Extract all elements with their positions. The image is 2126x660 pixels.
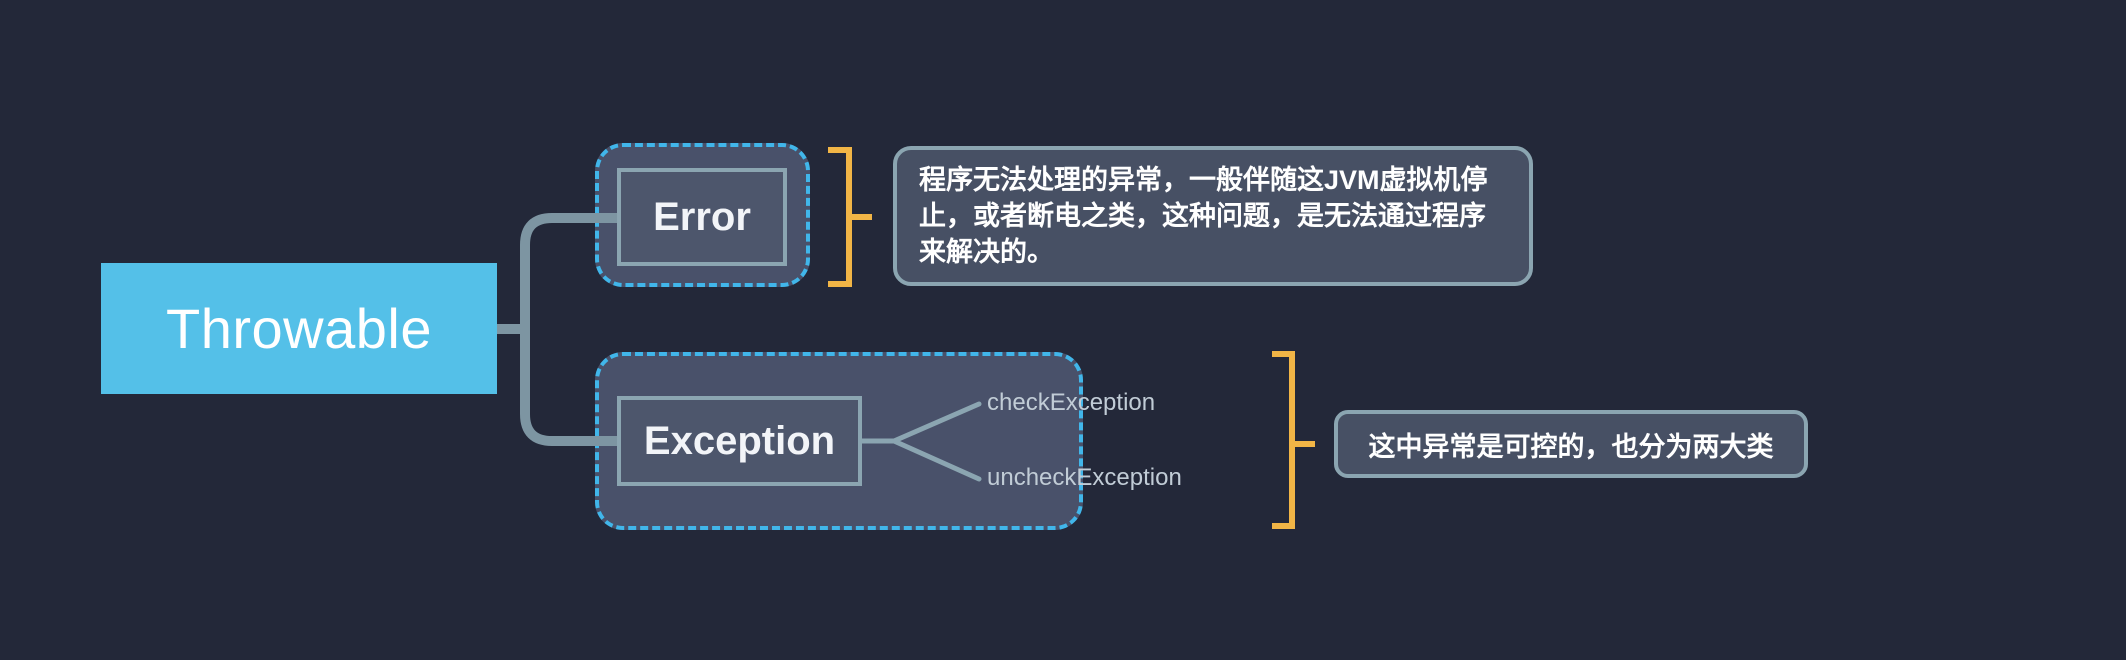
exception-summary-bracket[interactable] xyxy=(1272,351,1315,529)
error-summary-bracket[interactable] xyxy=(828,147,872,287)
topic-exception[interactable]: Exception xyxy=(617,396,862,486)
note-error-summary[interactable]: 程序无法处理的异常，一般伴随这JVM虚拟机停止，或者断电之类，这种问题，是无法通… xyxy=(893,146,1533,286)
root-topic-throwable[interactable]: Throwable xyxy=(101,263,497,394)
root-topic-label: Throwable xyxy=(166,297,432,360)
note-exception-text: 这中异常是可控的，也分为两大类 xyxy=(1368,431,1774,462)
note-exception-summary[interactable]: 这中异常是可控的，也分为两大类 xyxy=(1334,410,1808,478)
topic-error-label: Error xyxy=(653,194,751,239)
subtopic-uncheck-exception[interactable]: uncheckException xyxy=(987,464,1182,491)
topic-exception-label: Exception xyxy=(643,418,836,463)
topic-error[interactable]: Error xyxy=(617,168,787,266)
subtopic-check-exception[interactable]: checkException xyxy=(987,389,1156,416)
note-error-text: 程序无法处理的异常，一般伴随这JVM虚拟机停止，或者断电之类，这种问题，是无法通… xyxy=(919,165,1488,267)
